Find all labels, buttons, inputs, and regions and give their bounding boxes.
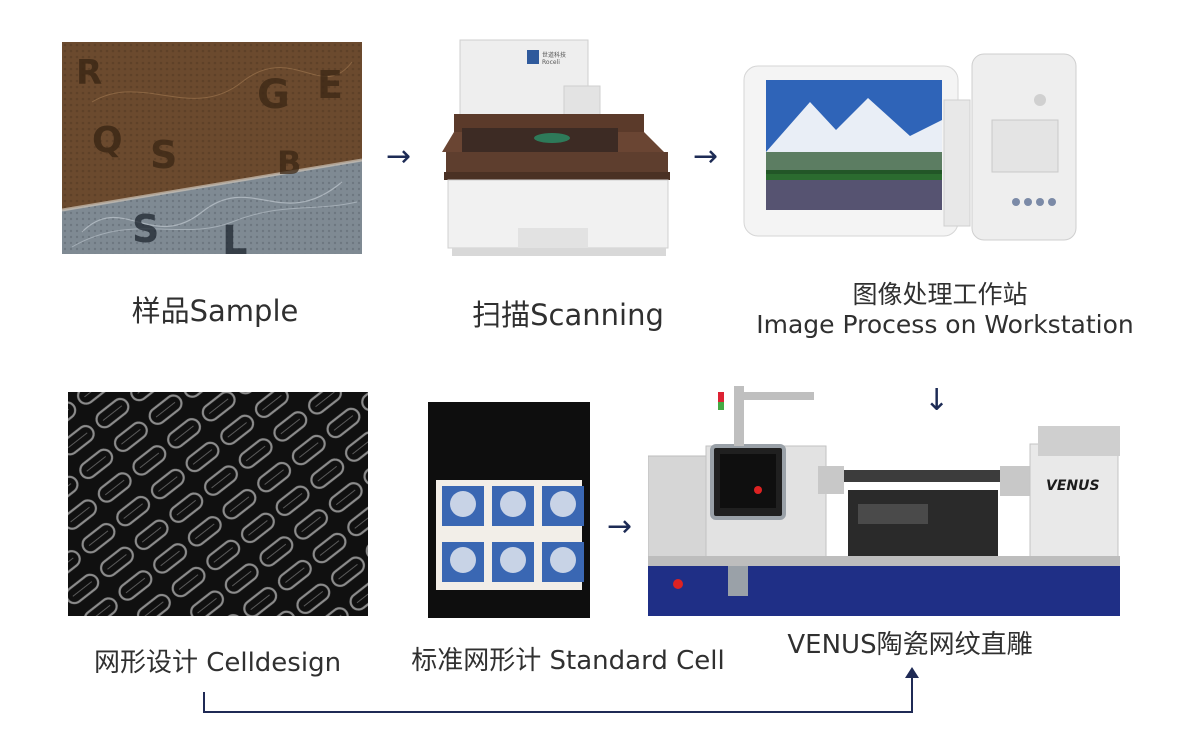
workstation-photo [740,40,1080,242]
flow-connector-bottom [203,711,913,713]
flow-connector-left [203,692,205,712]
arrow-right-icon: → [693,139,719,174]
workstation-caption-cn: 图像处理工作站 [852,280,1028,309]
sample-letter: R [76,53,102,93]
arrow-right-icon: → [386,139,412,174]
arrow-down-icon: ↓ [924,383,950,418]
workstation-caption-en: Image Process on Workstation [756,310,1134,339]
sample-letter: B [277,144,301,182]
celldesign-caption: 网形设计 Celldesign [93,648,342,678]
sample-letter: S [150,133,177,177]
sample-letter: Q [92,120,123,161]
venus-caption: VENUS陶瓷网纹直雕 [787,630,1033,660]
svg-text:世道科技: 世道科技 [542,51,566,59]
scanner-photo: 世道科技 Roceli [432,28,670,260]
flow-connector-right [911,676,913,713]
sample-photo: R Q S G E B L S [62,42,362,254]
venus-brand: VENUS [1046,478,1100,494]
sample-caption: 样品Sample [131,294,299,328]
sample-letter: E [317,63,343,107]
sample-letter: G [257,72,290,118]
sample-letter: S [132,207,159,251]
sample-letter: L [222,218,248,254]
standard-cell-photo [428,402,590,618]
venus-machine-photo: VENUS [648,378,1120,616]
scanner-brand: Roceli [542,59,560,66]
arrow-up-icon [905,667,919,678]
celldesign-photo [68,392,368,616]
scanning-caption: 扫描Scanning [472,298,664,332]
arrow-right-icon: → [607,509,633,544]
standard-cell-caption: 标准网形计 Standard Cell [411,646,725,676]
